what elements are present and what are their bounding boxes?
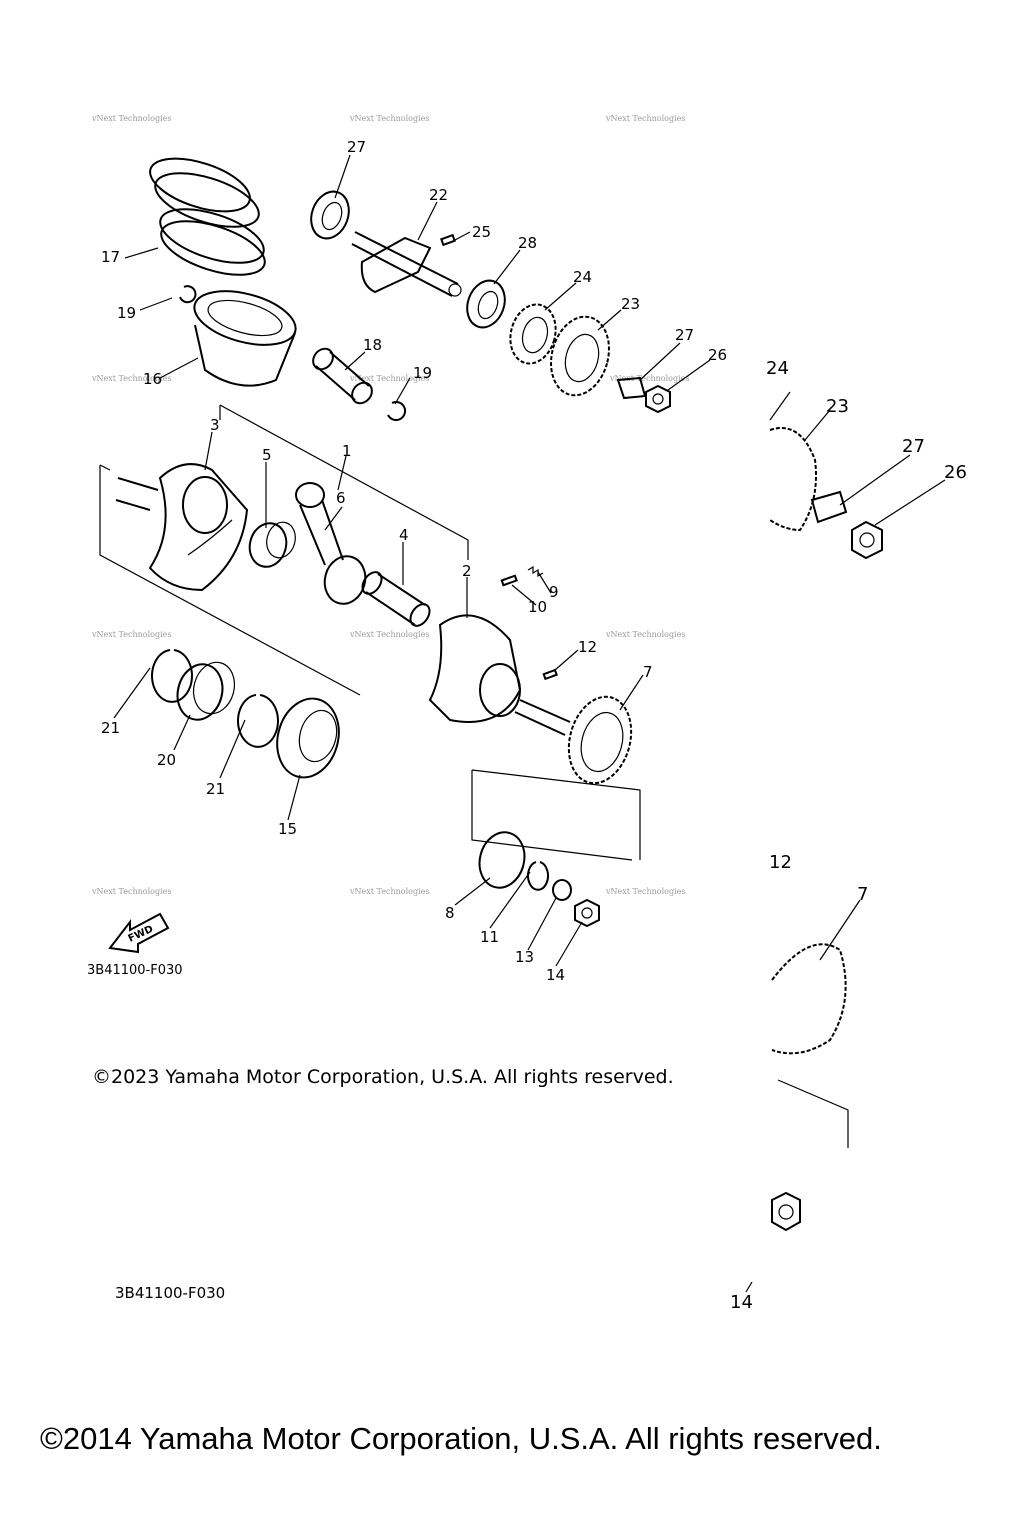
gear xyxy=(550,315,610,397)
fwd-arrow-icon: FWD xyxy=(108,912,170,954)
callout-20: 20 xyxy=(157,751,176,769)
callout-10: 10 xyxy=(528,598,547,616)
watermark: vNext Technologies xyxy=(91,374,171,383)
callout-27: 27 xyxy=(675,326,694,344)
key xyxy=(542,668,558,681)
bearing xyxy=(276,697,340,779)
callout-8: 8 xyxy=(445,904,455,922)
watermark: vNext Technologies xyxy=(609,374,689,383)
callout-14: 14 xyxy=(546,966,565,984)
callout-29: 27 xyxy=(347,138,366,156)
crank-left xyxy=(115,463,249,592)
oil-seal xyxy=(176,661,236,721)
piston-pin xyxy=(312,347,373,405)
callout-5: 5 xyxy=(262,446,272,464)
bearing xyxy=(310,190,350,240)
watermark: vNext Technologies xyxy=(349,630,429,639)
gear xyxy=(567,695,633,785)
needle-bearing xyxy=(248,521,296,568)
washer xyxy=(552,879,572,901)
gear xyxy=(509,303,557,365)
watermark: vNext Technologies xyxy=(91,630,171,639)
watermark: vNext Technologies xyxy=(91,114,171,123)
plate xyxy=(478,831,526,889)
callout-6: 6 xyxy=(336,489,346,507)
watermark: vNext Technologies xyxy=(91,887,171,896)
callout-17: 17 xyxy=(101,248,120,266)
watermark: vNext Technologies xyxy=(605,114,685,123)
watermark: vNext Technologies xyxy=(605,630,685,639)
connecting-rod xyxy=(295,482,367,605)
grouping-lines xyxy=(99,404,849,1148)
piston-pin-clip xyxy=(179,285,197,304)
callout-25: 25 xyxy=(472,223,491,241)
callout-3: 3 xyxy=(210,416,220,434)
callout-23: 23 xyxy=(621,295,640,313)
circlip xyxy=(237,694,279,748)
callout-28: 28 xyxy=(518,234,537,252)
callout-18: 18 xyxy=(363,336,382,354)
inset-callout-27: 27 xyxy=(902,436,925,457)
inset-callout-14: 14 xyxy=(730,1292,753,1313)
callout-12: 12 xyxy=(578,638,597,656)
callout-19: 19 xyxy=(117,304,136,322)
callout-labels: 27 22 25 28 24 23 27 26 17 19 16 18 19 3… xyxy=(101,138,967,1313)
part-code: 3B41100-F030 xyxy=(87,963,183,978)
inset-parts xyxy=(769,427,883,1232)
callout-21b: 21 xyxy=(206,780,225,798)
piston-pin-clip xyxy=(387,401,407,422)
piston-rings xyxy=(149,157,266,276)
inset-callout-7: 7 xyxy=(857,884,868,905)
part-code-lower: 3B41100-F030 xyxy=(115,1284,225,1302)
callout-19b: 19 xyxy=(413,364,432,382)
spring xyxy=(527,565,544,578)
balancer-shaft xyxy=(351,231,462,297)
watermark: vNext Technologies xyxy=(349,114,429,123)
nut xyxy=(574,898,600,928)
watermark: vNext Technologies xyxy=(349,374,429,383)
callout-13: 13 xyxy=(515,948,534,966)
inset-callout-12: 12 xyxy=(769,852,792,873)
callout-2: 2 xyxy=(462,562,472,580)
callout-16: 16 xyxy=(143,370,162,388)
callout-21: 21 xyxy=(101,719,120,737)
key xyxy=(440,233,456,247)
callout-22: 22 xyxy=(429,186,448,204)
callout-4: 4 xyxy=(399,526,409,544)
inset-callout-24: 24 xyxy=(766,358,789,379)
inset-callout-26: 26 xyxy=(944,462,967,483)
callout-26: 26 xyxy=(708,346,727,364)
watermark: vNext Technologies xyxy=(349,887,429,896)
copyright-lower: ©2014 Yamaha Motor Corporation, U.S.A. A… xyxy=(40,1421,882,1456)
crank-right xyxy=(428,614,571,736)
callout-15: 15 xyxy=(278,820,297,838)
callout-7: 7 xyxy=(643,663,653,681)
circlip xyxy=(151,649,193,703)
nut xyxy=(645,384,671,414)
piston xyxy=(193,290,297,387)
crank-pin xyxy=(361,571,431,627)
watermarks: vNext Technologies vNext Technologies vN… xyxy=(91,114,689,896)
watermark: vNext Technologies xyxy=(605,887,685,896)
pin xyxy=(500,574,518,587)
callout-9: 9 xyxy=(549,583,559,601)
bearing xyxy=(466,279,506,329)
inset-callout-23: 23 xyxy=(826,396,849,417)
callout-11: 11 xyxy=(480,928,499,946)
clip xyxy=(527,861,549,891)
copyright-upper: ©2023 Yamaha Motor Corporation, U.S.A. A… xyxy=(92,1066,674,1088)
leader-lines xyxy=(113,154,946,1293)
callout-1: 1 xyxy=(342,442,352,460)
callout-24: 24 xyxy=(573,268,592,286)
